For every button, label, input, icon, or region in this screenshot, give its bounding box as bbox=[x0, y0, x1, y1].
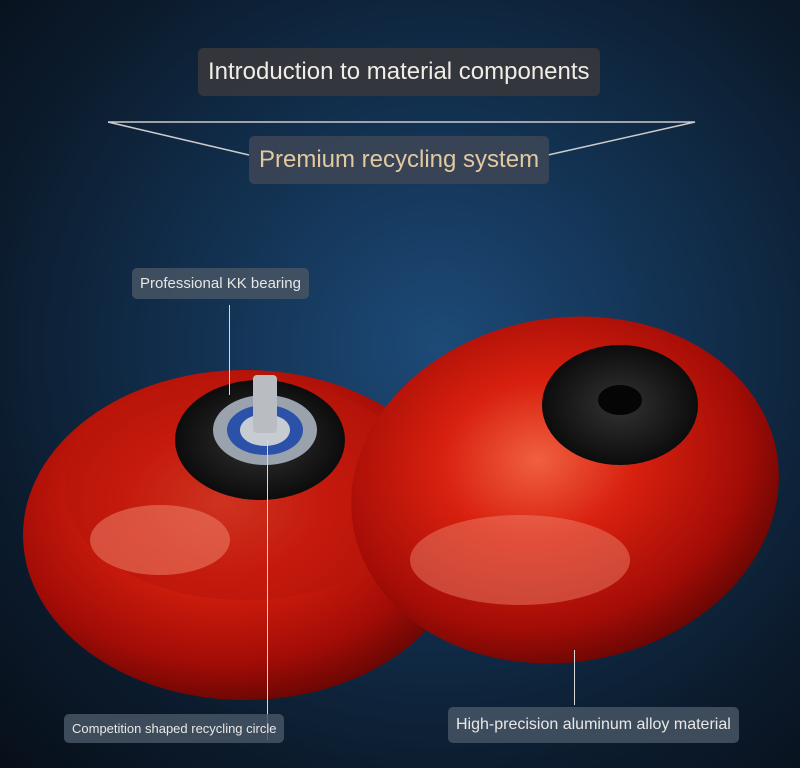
circle-leader-line bbox=[267, 440, 268, 740]
axle-screw bbox=[253, 375, 277, 433]
title-banner: Introduction to material components bbox=[198, 48, 600, 96]
subtitle-banner: Premium recycling system bbox=[249, 136, 550, 184]
callout-alloy-material: High-precision aluminum alloy material bbox=[448, 707, 739, 743]
left-yoyo bbox=[23, 370, 467, 700]
right-yoyo bbox=[351, 316, 779, 664]
title-bracket bbox=[108, 121, 696, 156]
alloy-leader-line bbox=[574, 650, 575, 705]
bearing-leader-line bbox=[229, 305, 230, 395]
callout-recycling-circle: Competition shaped recycling circle bbox=[64, 714, 285, 743]
callout-bearing: Professional KK bearing bbox=[132, 268, 309, 299]
